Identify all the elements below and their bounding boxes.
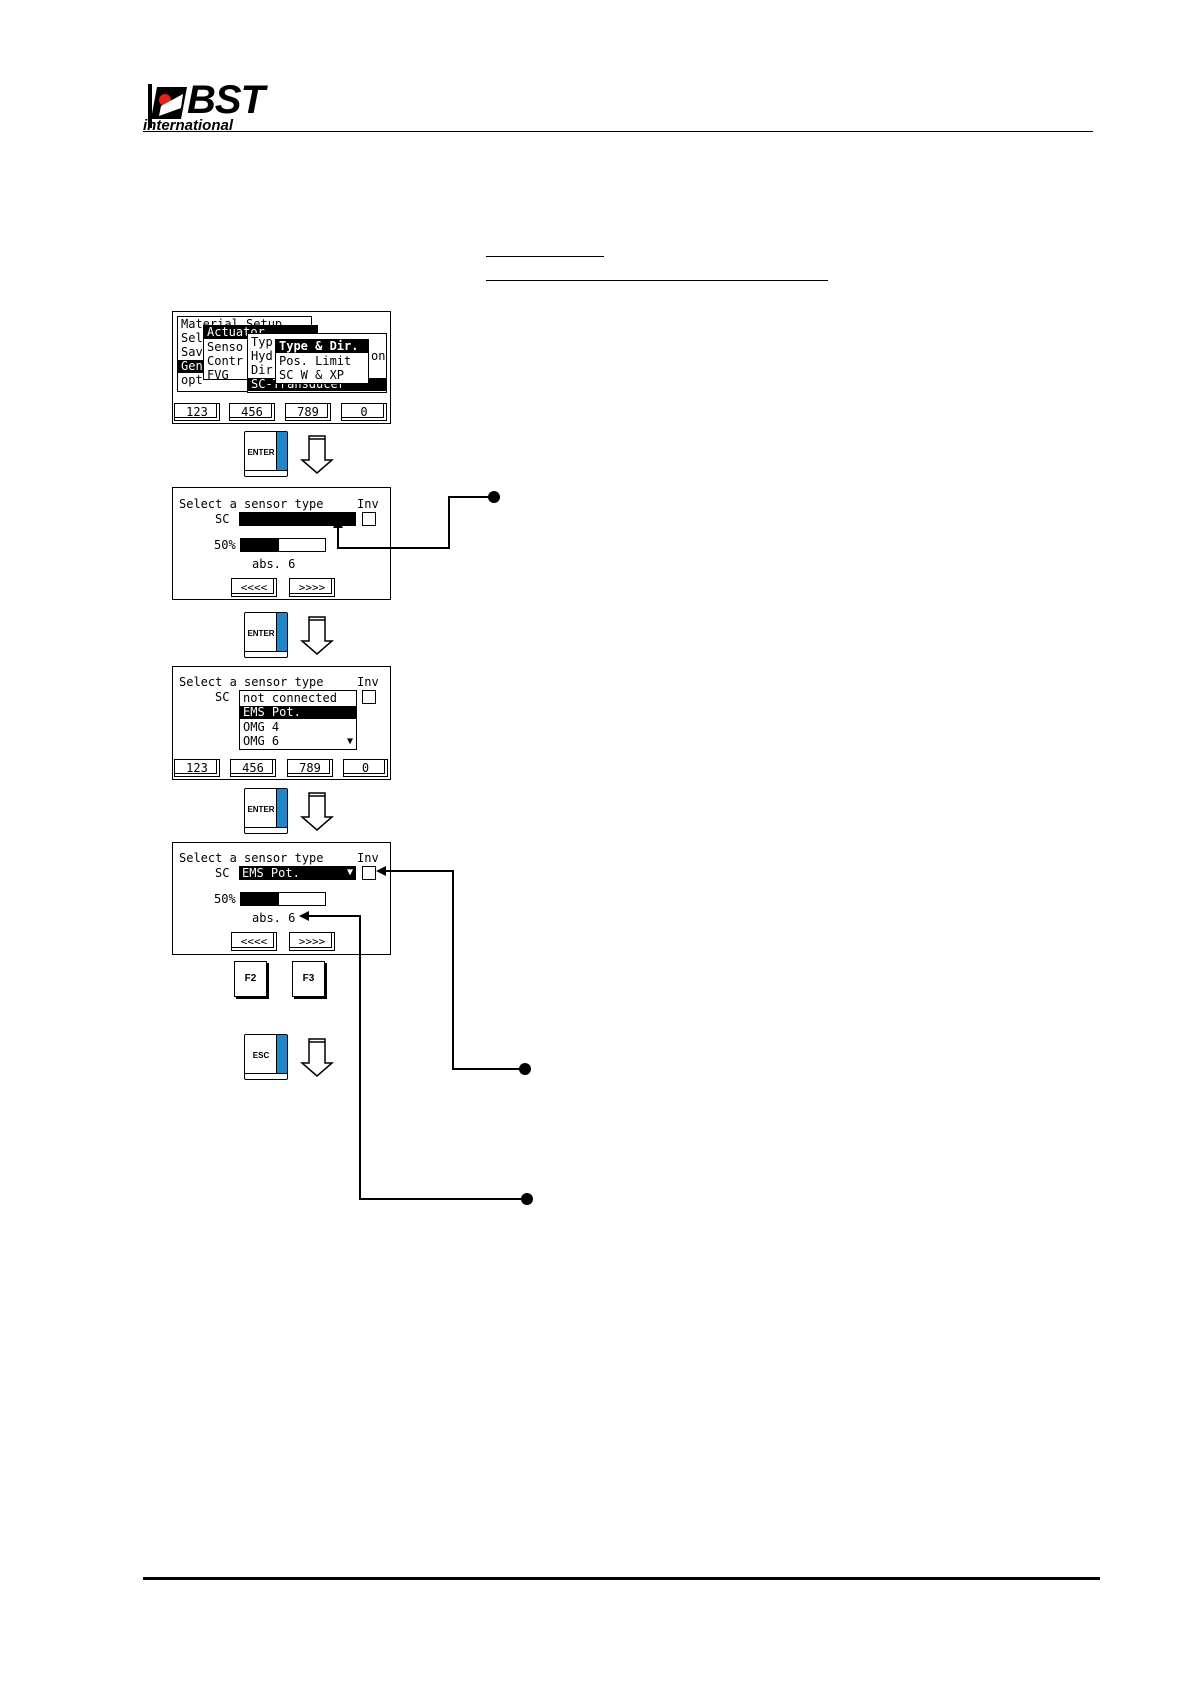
menu-item-dir[interactable]: Dir (251, 363, 273, 377)
down-arrow-icon (299, 1038, 335, 1077)
header-rule (143, 131, 1093, 132)
callout-abs (299, 911, 533, 1205)
inv-checkbox[interactable] (362, 512, 376, 526)
prev-button[interactable]: <<<< (231, 578, 277, 597)
inv-label: Inv (357, 851, 379, 865)
menu-item-senso[interactable]: Senso (207, 340, 244, 354)
sc-label: SC (215, 866, 230, 880)
inv-checkbox[interactable] (362, 690, 376, 704)
down-arrow-icon (299, 792, 335, 831)
dropdown-arrow-icon[interactable]: ▼ (346, 867, 353, 878)
type-dir-menu: Type & Dir. Pos. Limit SC W & XP (275, 339, 369, 384)
menu-item-opt[interactable]: opt (181, 373, 203, 387)
option-omg-4[interactable]: OMG 4 (243, 720, 280, 734)
level-bar (240, 892, 326, 906)
sensor-select[interactable]: EMS Pot. ▼ (239, 866, 356, 880)
logo-sub: international (143, 117, 234, 134)
menu-item-sel[interactable]: Sel (181, 331, 203, 345)
screen-sensor-selected: Select a sensor type Inv SC EMS Pot. ▼ 5… (172, 842, 391, 955)
screen-menu: Material Setup Sel Sav Gen opt Actuator … (172, 311, 391, 424)
screen-title: Select a sensor type (179, 851, 324, 865)
softkey-789[interactable]: 789 (285, 403, 331, 421)
key-base (245, 470, 287, 476)
down-arrow-icon (299, 616, 335, 655)
logo-brand: BST (187, 78, 265, 122)
softkey-123[interactable]: 123 (174, 403, 220, 421)
next-button[interactable]: >>>> (289, 932, 335, 951)
screen-title: Select a sensor type (179, 675, 324, 689)
esc-key-label: ESC (252, 1051, 270, 1060)
menu-item-contr[interactable]: Contr (207, 354, 244, 368)
menu-item-sc-w-xp[interactable]: SC W & XP (279, 368, 345, 382)
inv-checkbox[interactable] (362, 866, 376, 880)
f3-key-label: F3 (302, 973, 315, 984)
key-base (245, 1073, 287, 1079)
footer-rule (143, 1577, 1100, 1580)
abs-label: abs. 6 (252, 557, 296, 571)
screen-sensor-list: Select a sensor type Inv SC not connecte… (172, 666, 391, 780)
f2-key[interactable]: F2 (234, 961, 267, 997)
down-arrow-icon (299, 435, 335, 474)
menu-item-fvg[interactable]: FVG (207, 368, 229, 382)
key-side (276, 613, 287, 652)
enter-key[interactable]: ENTER (244, 612, 288, 658)
sensor-select-value: EMS Pot. (242, 866, 300, 880)
prev-button[interactable]: <<<< (231, 932, 277, 951)
sensor-dropdown-list[interactable]: not connected EMS Pot. OMG 4 OMG 6 ▼ (239, 690, 357, 750)
key-side (276, 1035, 287, 1074)
enter-key-label: ENTER (247, 448, 275, 457)
softkey-123[interactable]: 123 (174, 759, 220, 777)
percent-label: 50% (214, 892, 236, 906)
softkey-0[interactable]: 0 (343, 759, 388, 777)
next-button[interactable]: >>>> (289, 578, 335, 597)
softkey-456[interactable]: 456 (230, 759, 276, 777)
option-omg-6[interactable]: OMG 6 (243, 734, 280, 748)
underline-long (486, 280, 828, 281)
menu-item-pos-limit[interactable]: Pos. Limit (279, 354, 352, 368)
key-base (245, 651, 287, 657)
enter-key-label: ENTER (247, 629, 275, 638)
enter-key[interactable]: ENTER (244, 788, 288, 834)
f2-key-label: F2 (244, 973, 257, 984)
scroll-down-icon[interactable]: ▼ (346, 736, 353, 747)
key-side (276, 789, 287, 828)
bst-logo-icon (148, 84, 187, 128)
key-base (245, 827, 287, 833)
option-ems-pot[interactable]: EMS Pot. (240, 706, 356, 719)
sc-label: SC (215, 512, 230, 526)
enter-key[interactable]: ENTER (244, 431, 288, 477)
option-not-connected[interactable]: not connected (243, 691, 337, 705)
esc-key[interactable]: ESC (244, 1034, 288, 1080)
softkey-789[interactable]: 789 (287, 759, 333, 777)
callout-dot-icon (488, 491, 500, 503)
level-bar-fill (241, 539, 279, 551)
menu-item-gen[interactable]: Gen (178, 360, 210, 373)
enter-key-label: ENTER (247, 805, 275, 814)
menu-fragment-on: on (371, 349, 386, 363)
menu-item-typ[interactable]: Typ (251, 335, 273, 349)
callout-dot-icon (521, 1193, 533, 1205)
inv-label: Inv (357, 675, 379, 689)
callout-dot-icon (519, 1063, 531, 1075)
percent-label: 50% (214, 538, 236, 552)
key-side (276, 432, 287, 471)
screen-title: Select a sensor type (179, 497, 324, 511)
softkey-0[interactable]: 0 (341, 403, 387, 421)
abs-label: abs. 6 (252, 911, 296, 925)
callout-inv (376, 866, 531, 1075)
softkey-456[interactable]: 456 (229, 403, 275, 421)
level-bar (240, 538, 326, 552)
menu-item-sav[interactable]: Sav (181, 345, 203, 359)
sc-label: SC (215, 690, 230, 704)
screen-sensor-type: Select a sensor type Inv SC 50% abs. 6 <… (172, 487, 391, 600)
inv-label: Inv (357, 497, 379, 511)
bst-logo: BST international (143, 78, 289, 134)
underline-short (486, 256, 604, 257)
level-bar-fill (241, 893, 279, 905)
menu-item-hyd[interactable]: Hyd (251, 349, 273, 363)
menu-item-type-dir[interactable]: Type & Dir. (276, 340, 368, 353)
f3-key[interactable]: F3 (292, 961, 325, 997)
sensor-select-highlight[interactable] (239, 512, 356, 526)
